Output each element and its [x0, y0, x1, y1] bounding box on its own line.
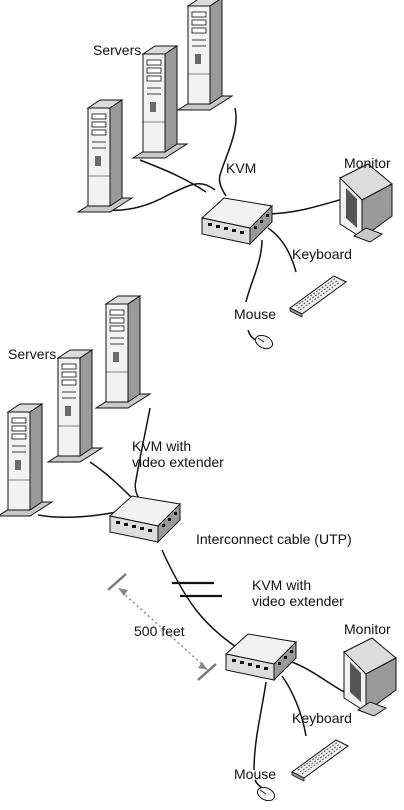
kvm-switch-icon: [201, 197, 273, 245]
kvm-extender-label: KVM with video extender: [252, 577, 344, 609]
interconnect-cable-label: Interconnect cable (UTP): [196, 531, 352, 547]
kvm-switch-icon: [109, 495, 181, 543]
arrowhead-icon: [118, 588, 128, 596]
keyboard-icon: [289, 275, 347, 318]
servers-label: Servers: [8, 346, 57, 362]
monitor-label: Monitor: [344, 621, 391, 637]
monitor-label: Monitor: [344, 155, 391, 171]
distance-tick: [197, 663, 217, 681]
keyboard-label: Keyboard: [292, 710, 352, 726]
arrowhead-icon: [198, 662, 208, 670]
monitor-icon: [339, 163, 393, 243]
servers-label: Servers: [93, 42, 142, 58]
distance-dotted-line: [121, 591, 205, 667]
server-tower-icon: [47, 349, 103, 463]
monitor-icon: [343, 637, 397, 717]
server-tower-icon: [0, 403, 53, 517]
mouse-icon: [252, 332, 276, 352]
keyboard-label: Keyboard: [292, 246, 352, 262]
server-tower-icon: [77, 99, 133, 213]
kvm-extender-label-line2: video extender: [132, 454, 224, 470]
kvm-extender-label-line1: KVM with: [252, 577, 312, 593]
server-tower-icon: [132, 45, 188, 159]
mouse-label: Mouse: [234, 766, 277, 782]
kvm-label: KVM: [226, 160, 257, 176]
mouse-icon: [254, 784, 278, 804]
keyboard-icon: [291, 739, 349, 782]
kvm-switch-icon: [225, 633, 297, 681]
bottom-section: [0, 295, 397, 804]
top-section: [77, 0, 393, 352]
kvm-extender-label-line2: video extender: [252, 593, 344, 609]
bottom-cables: [37, 407, 353, 791]
server-tower-icon: [95, 295, 151, 409]
mouse-label: Mouse: [234, 306, 277, 322]
kvm-extender-label: KVM with video extender: [132, 438, 224, 470]
distance-label: 500 feet: [134, 623, 185, 639]
distance-tick: [107, 573, 127, 591]
server-tower-icon: [177, 0, 233, 111]
kvm-extender-label-line1: KVM with: [132, 438, 192, 454]
